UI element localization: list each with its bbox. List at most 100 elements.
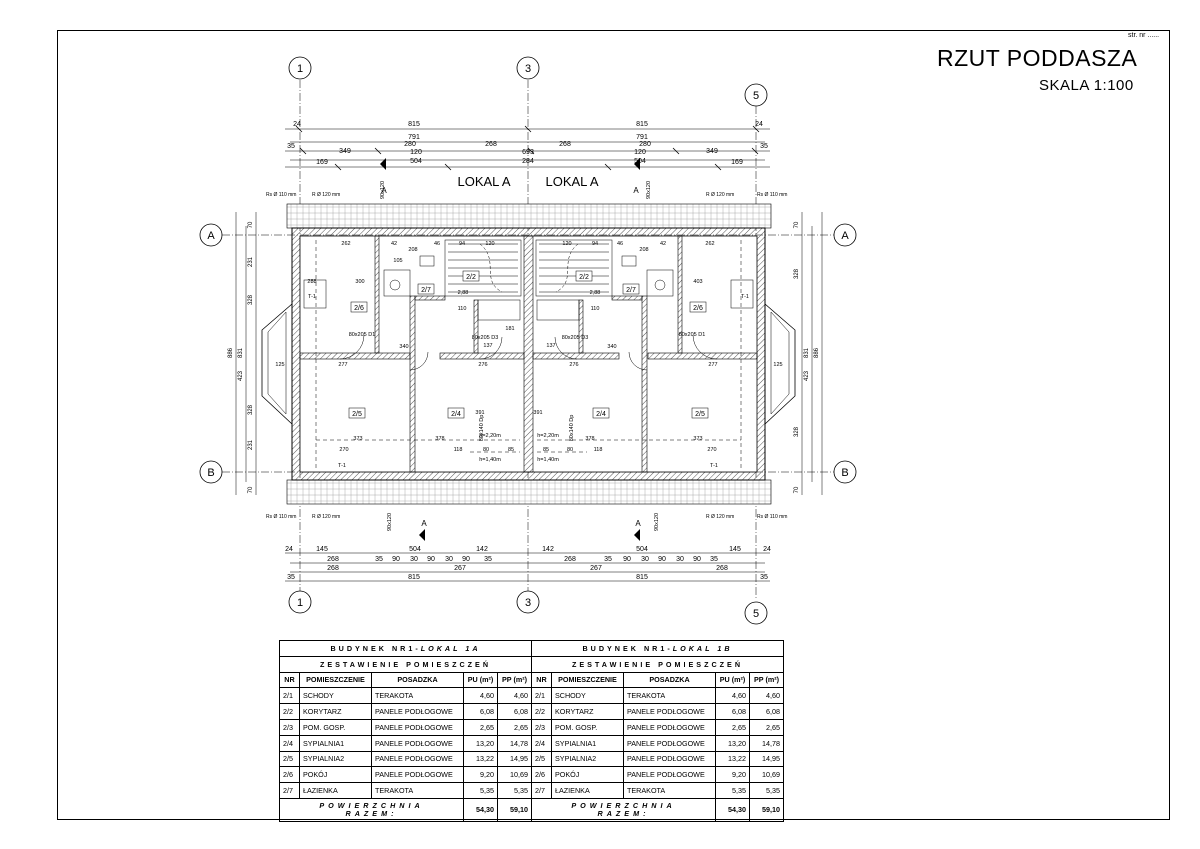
dimension-label: 276 — [569, 362, 578, 368]
axis-bubble-5-top — [744, 83, 768, 107]
dim-top-r1-2: 815 — [636, 121, 648, 128]
axis-bubble-3-top — [516, 56, 540, 80]
dimension-label: 288 — [307, 279, 316, 285]
dimension-label: 120 — [562, 241, 571, 247]
table-cell: 2/1 — [279, 687, 300, 705]
dimension-label: h=1,40m — [537, 457, 559, 463]
table-row: ZESTAWIENIE POMIESZCZEŃ — [530, 655, 785, 673]
dimension-label: 268 — [327, 556, 339, 563]
axis-label-3-top: 3 — [525, 63, 531, 75]
section-label-top-right: A — [633, 186, 639, 195]
dimension-label: 181 — [505, 326, 514, 332]
dimension-label: 70 — [248, 221, 254, 228]
dimension-label: 42 — [391, 241, 397, 247]
dimension-label: 42 — [660, 241, 666, 247]
dimension-label: 30 — [676, 556, 684, 563]
table-cell: POMIESZCZENIE — [299, 671, 372, 689]
table-cell: POSADZKA — [623, 671, 716, 689]
dimension-label: 231 — [248, 439, 254, 450]
dimension-label: 80x205 D3 — [562, 335, 589, 341]
dim-top-r5-4: 169 — [731, 159, 743, 166]
table-section-title: ZESTAWIENIE POMIESZCZEŃ — [278, 655, 533, 673]
dimension-label: 328 — [794, 268, 800, 279]
table-cell: PANELE PODŁOGOWE — [623, 750, 716, 768]
dimension-label: 231 — [248, 256, 254, 267]
dim-top-r2-0: 791 — [408, 134, 420, 141]
dimension-label: 120 — [485, 241, 494, 247]
dimension-label: 373 — [353, 436, 362, 442]
room-tag-2-5-left: 2/5 — [352, 411, 362, 418]
table-row: BUDYNEK NR1-LOKAL 1B — [530, 640, 785, 657]
table-cell: TERAKOTA — [623, 687, 716, 705]
dimension-label: 35 — [484, 556, 492, 563]
table-cell: TERAKOTA — [371, 782, 464, 799]
table-cell: POKÓJ — [299, 766, 372, 784]
dimension-label: 423 — [804, 370, 810, 381]
axis-bubble-a-right — [833, 223, 857, 247]
table-cell: 2/7 — [279, 782, 300, 799]
dimension-label: 2,88 — [458, 290, 469, 296]
dimension-label: 403 — [693, 279, 702, 285]
axis-label-a-right: A — [841, 230, 849, 242]
dimension-label: 90 — [658, 556, 666, 563]
table-cell: PU (m²) — [463, 671, 498, 689]
rs-note-tl: Rs Ø 110 mm — [266, 192, 296, 198]
table-cell: 5,35 — [715, 782, 750, 799]
dimension-label: 373 — [693, 436, 702, 442]
table-cell: POKÓJ — [551, 766, 624, 784]
r-note-br: R Ø 120 mm — [706, 514, 734, 520]
dimension-label: 391 — [475, 410, 484, 416]
dimension-label: h=2,20m — [479, 433, 501, 439]
dimension-label: h=2,20m — [537, 433, 559, 439]
dimension-label: 270 — [339, 447, 348, 453]
dimension-label: 35 — [604, 556, 612, 563]
dimension-label: 125 — [773, 362, 782, 368]
dim-top-r5-1: 504 — [410, 158, 422, 165]
room-tag-2-7-right: 2/7 — [626, 287, 636, 294]
axis-label-5-bottom: 5 — [753, 608, 759, 620]
dimension-label: T-1 — [308, 294, 316, 300]
dimension-label: 35 — [710, 556, 718, 563]
table-cell: PU (m²) — [715, 671, 750, 689]
dimension-label: 262 — [341, 241, 350, 247]
dimension-label: 118 — [454, 447, 463, 453]
dimension-label: 70 — [794, 221, 800, 228]
table-cell: 5,35 — [496, 782, 533, 799]
table-cell: 14,78 — [748, 734, 785, 752]
table-cell: NR — [279, 671, 300, 689]
table-cell: 2/3 — [279, 718, 300, 736]
dimension-label: 504 — [409, 546, 421, 553]
dimension-label: 80x205 D1 — [679, 332, 706, 338]
dimension-label: 90 — [392, 556, 400, 563]
dimension-label: 208 — [639, 247, 648, 253]
dimension-label: 276 — [478, 362, 487, 368]
axis-bubble-b-left — [199, 460, 223, 484]
axis-label-3-bottom: 3 — [525, 597, 531, 609]
table-cell: TERAKOTA — [371, 687, 464, 705]
room-tag-2-7-left: 2/7 — [421, 287, 431, 294]
top-dimension-lines — [285, 125, 770, 171]
table-cell: 2/1 — [531, 687, 552, 705]
axis-bubble-1-bottom — [288, 590, 312, 614]
room-tag-2-6-left: 2/6 — [354, 305, 364, 312]
page-number-label: str. nr ...... — [1128, 32, 1160, 39]
dimension-label: 80x140 Dp — [569, 415, 575, 442]
table-row: BUDYNEK NR1-LOKAL 1A — [278, 640, 533, 657]
dimension-label: 268 — [564, 556, 576, 563]
dimension-label: 90x120 — [380, 181, 386, 199]
height-limit-lines — [315, 240, 742, 468]
axis-bubbles — [199, 56, 857, 625]
dimension-label: 90 — [427, 556, 435, 563]
table-cell: 13,22 — [463, 750, 498, 768]
room-schedule-lokal-1a: BUDYNEK NR1-LOKAL 1A ZESTAWIENIE POMIESZ… — [278, 640, 533, 822]
party-wall — [523, 235, 534, 473]
r-note-tr: R Ø 120 mm — [706, 192, 734, 198]
dimension-label: 80x140 Dp — [479, 415, 485, 442]
bottom-dimensions: 24 145 504 142 142 504 145 24 268 35 90 … — [285, 546, 771, 581]
side-dimensions: 886 831 70 231 328 423 328 231 70 886 83… — [228, 221, 820, 493]
table-cell: PANELE PODŁOGOWE — [623, 703, 716, 720]
